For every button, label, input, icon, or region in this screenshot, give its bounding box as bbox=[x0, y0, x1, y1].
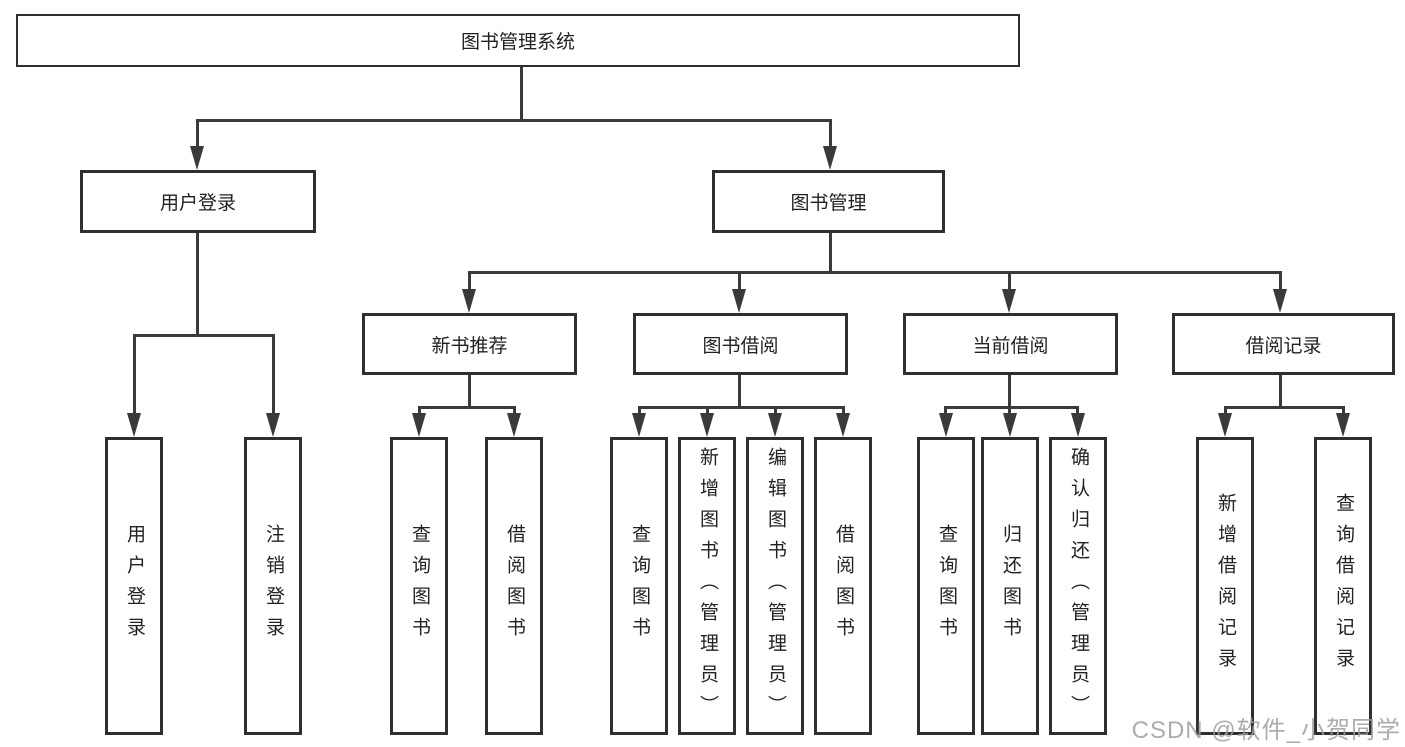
leaf-br-query-record-label: 查询借阅记录 bbox=[1332, 493, 1354, 679]
leaf-logout: 注销登录 bbox=[244, 437, 302, 735]
arrowhead-bb-edit-icon bbox=[768, 413, 782, 437]
node-book-management: 图书管理 bbox=[712, 170, 945, 233]
leaf-bb-edit-book-label: 编辑图书（管理员） bbox=[764, 446, 786, 726]
node-user-login-label: 用户登录 bbox=[159, 193, 236, 214]
arrowhead-book-borrow-icon bbox=[732, 289, 746, 313]
arrowhead-leaf-logout-icon bbox=[266, 413, 280, 437]
connector-shaft-borrow-records bbox=[1279, 271, 1282, 295]
connector-shaft-nbr-query bbox=[418, 406, 421, 418]
leaf-bb-borrow-book-label: 借阅图书 bbox=[832, 524, 854, 648]
arrowhead-cb-query-icon bbox=[939, 413, 953, 437]
connector-book-management-split bbox=[469, 271, 1281, 274]
connector-shaft-nbr-borrow bbox=[513, 406, 516, 418]
leaf-cb-confirm-return-label: 确认归还（管理员） bbox=[1067, 446, 1089, 726]
connector-user-login-trunk bbox=[196, 232, 199, 336]
arrowhead-user-login-icon bbox=[190, 146, 204, 170]
leaf-bb-edit-book: 编辑图书（管理员） bbox=[746, 437, 804, 735]
connector-borrow-records-split bbox=[1224, 406, 1344, 409]
connector-new-book-recommend-trunk bbox=[468, 374, 471, 408]
arrowhead-bb-query-icon bbox=[632, 413, 646, 437]
node-borrow-records-label: 借阅记录 bbox=[1245, 335, 1322, 357]
arrowhead-br-add-icon bbox=[1218, 413, 1232, 437]
node-book-management-label: 图书管理 bbox=[790, 193, 867, 214]
arrowhead-nbr-borrow-icon bbox=[507, 413, 521, 437]
leaf-nbr-borrow-book-label: 借阅图书 bbox=[503, 524, 525, 648]
connector-current-borrow-trunk bbox=[1008, 374, 1011, 408]
connector-shaft-leaf-logout bbox=[272, 334, 275, 416]
connector-book-borrow-split bbox=[638, 406, 845, 409]
connector-current-borrow-split bbox=[944, 406, 1079, 409]
leaf-cb-query-book-label: 查询图书 bbox=[935, 524, 957, 648]
connector-shaft-cb-confirm bbox=[1076, 406, 1079, 418]
node-current-borrow-label: 当前借阅 bbox=[972, 335, 1049, 357]
leaf-logout-label: 注销登录 bbox=[262, 524, 284, 648]
node-book-borrow-label: 图书借阅 bbox=[702, 335, 779, 357]
connector-shaft-br-query bbox=[1342, 406, 1345, 418]
connector-root-split bbox=[196, 119, 832, 122]
connector-shaft-leaf-user-login bbox=[133, 334, 136, 416]
leaf-nbr-borrow-book: 借阅图书 bbox=[485, 437, 543, 735]
connector-new-book-recommend-split bbox=[418, 406, 516, 409]
leaf-bb-query-book-label: 查询图书 bbox=[628, 524, 650, 648]
arrowhead-leaf-user-login-icon bbox=[127, 413, 141, 437]
arrowhead-book-management-icon bbox=[823, 146, 837, 170]
watermark: CSDN @软件_小贺同学 bbox=[1131, 717, 1401, 744]
arrowhead-borrow-records-icon bbox=[1273, 289, 1287, 313]
arrowhead-nbr-query-icon bbox=[412, 413, 426, 437]
arrowhead-bb-add-icon bbox=[700, 413, 714, 437]
arrowhead-new-book-recommend-icon bbox=[462, 289, 476, 313]
connector-user-login-split bbox=[133, 334, 275, 337]
leaf-user-login: 用户登录 bbox=[105, 437, 163, 735]
leaf-cb-query-book: 查询图书 bbox=[917, 437, 975, 735]
leaf-bb-add-book-label: 新增图书（管理员） bbox=[696, 446, 718, 726]
connector-shaft-book-management bbox=[829, 119, 832, 151]
connector-book-borrow-trunk bbox=[738, 374, 741, 408]
connector-borrow-records-trunk bbox=[1279, 374, 1282, 408]
arrowhead-cb-return-icon bbox=[1003, 413, 1017, 437]
leaf-br-query-record: 查询借阅记录 bbox=[1314, 437, 1372, 735]
connector-shaft-book-borrow bbox=[738, 271, 741, 295]
leaf-bb-query-book: 查询图书 bbox=[610, 437, 668, 735]
node-root: 图书管理系统 bbox=[16, 14, 1020, 67]
connector-shaft-current-borrow bbox=[1008, 271, 1011, 295]
connector-shaft-new-book-recommend bbox=[468, 271, 471, 295]
connector-shaft-bb-query bbox=[638, 406, 641, 418]
leaf-cb-return-book-label: 归还图书 bbox=[999, 524, 1021, 648]
leaf-br-add-record-label: 新增借阅记录 bbox=[1214, 493, 1236, 679]
connector-shaft-bb-add bbox=[706, 406, 709, 418]
arrowhead-br-query-icon bbox=[1336, 413, 1350, 437]
connector-shaft-user-login bbox=[196, 119, 199, 151]
node-current-borrow: 当前借阅 bbox=[903, 313, 1118, 375]
leaf-cb-confirm-return: 确认归还（管理员） bbox=[1049, 437, 1107, 735]
node-borrow-records: 借阅记录 bbox=[1172, 313, 1395, 375]
node-new-book-recommend-label: 新书推荐 bbox=[431, 335, 508, 357]
connector-shaft-br-add bbox=[1224, 406, 1227, 418]
leaf-bb-add-book: 新增图书（管理员） bbox=[678, 437, 736, 735]
leaf-br-add-record: 新增借阅记录 bbox=[1196, 437, 1254, 735]
leaf-cb-return-book: 归还图书 bbox=[981, 437, 1039, 735]
arrowhead-current-borrow-icon bbox=[1002, 289, 1016, 313]
node-user-login: 用户登录 bbox=[80, 170, 316, 233]
arrowhead-cb-confirm-icon bbox=[1071, 413, 1085, 437]
arrowhead-bb-borrow-icon bbox=[836, 413, 850, 437]
leaf-bb-borrow-book: 借阅图书 bbox=[814, 437, 872, 735]
leaf-user-login-label: 用户登录 bbox=[123, 524, 145, 648]
leaf-nbr-query-book-label: 查询图书 bbox=[408, 524, 430, 648]
connector-shaft-cb-query bbox=[944, 406, 947, 418]
connector-shaft-bb-borrow bbox=[842, 406, 845, 418]
node-root-label: 图书管理系统 bbox=[460, 32, 575, 53]
node-book-borrow: 图书借阅 bbox=[633, 313, 848, 375]
connector-book-management-trunk bbox=[829, 232, 832, 273]
connector-shaft-bb-edit bbox=[774, 406, 777, 418]
connector-shaft-cb-return bbox=[1008, 406, 1011, 418]
connector-root-trunk bbox=[520, 66, 523, 120]
node-new-book-recommend: 新书推荐 bbox=[362, 313, 577, 375]
leaf-nbr-query-book: 查询图书 bbox=[390, 437, 448, 735]
